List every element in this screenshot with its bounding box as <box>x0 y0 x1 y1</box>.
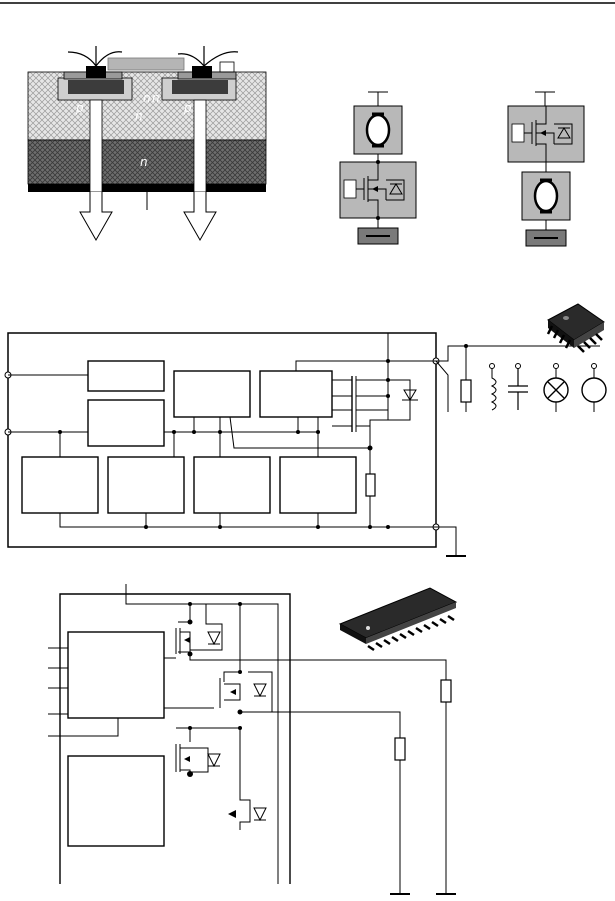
multi-channel-switch-diagram <box>48 584 456 895</box>
semiconductor-cross-section: p n n n p n OX OX <box>27 46 267 242</box>
sense-resistor <box>365 473 376 497</box>
oxide-trench-right <box>193 99 207 193</box>
inductive-load <box>490 368 497 411</box>
high-side-switch-diagram <box>507 91 585 247</box>
label-p-right: p <box>183 101 192 115</box>
ic-outline-2 <box>59 593 291 884</box>
block-5 <box>21 456 99 514</box>
so8-package-image <box>546 303 605 353</box>
block-3 <box>173 370 251 418</box>
oxide-trench-left <box>89 99 103 193</box>
so28-package-image <box>338 587 458 652</box>
back-metal <box>28 184 266 192</box>
label-ox-right: OX <box>196 150 206 163</box>
motor-icon-low-side <box>365 113 391 147</box>
low-side-switch-diagram <box>339 91 417 245</box>
label-n-sub: n <box>140 155 148 169</box>
diode-icon-ch3 <box>207 753 221 768</box>
capacitive-load <box>508 368 528 410</box>
block-6 <box>107 456 185 514</box>
mosfet-icon-low-side <box>356 162 387 218</box>
current-arrow-left <box>79 192 113 242</box>
n-plus-substrate <box>27 139 267 185</box>
mosfet-icon-high-side <box>524 106 573 162</box>
block-2 <box>87 399 165 447</box>
label-p-left: p <box>75 101 84 115</box>
logic-block-upper <box>67 631 165 719</box>
diode-icon-ch2 <box>248 671 273 713</box>
motor-icon-high-side <box>533 179 559 213</box>
label-n-plus-left: n <box>143 91 151 105</box>
label-n-minus: n <box>135 109 143 123</box>
freewheel-diode-icon <box>388 379 418 421</box>
block-4 <box>259 370 333 418</box>
diode-icon-high-side <box>557 127 571 139</box>
load-resistor-2 <box>394 737 406 761</box>
block-8 <box>279 456 357 514</box>
smart-switch-block-diagram <box>4 332 466 557</box>
ic-outline <box>7 332 437 548</box>
contact-box-right <box>219 61 235 73</box>
contact-left <box>86 66 106 78</box>
load-resistor-1 <box>440 679 452 703</box>
gate-bridge <box>107 57 185 71</box>
contact-right <box>192 66 212 78</box>
diode-icon-ch1 <box>207 631 221 646</box>
n-plus-source-left <box>68 80 124 94</box>
motor-load <box>581 377 607 403</box>
diode-icon-ch4 <box>253 807 267 822</box>
block-7 <box>193 456 271 514</box>
resistive-load <box>460 379 472 403</box>
current-arrow-right <box>183 192 217 242</box>
load-types <box>435 344 607 412</box>
block-1 <box>87 360 165 392</box>
label-n-plus-right: n <box>152 91 160 105</box>
bond-wire-left <box>67 46 123 67</box>
bond-wire-right <box>177 46 239 67</box>
diode-icon-low-side <box>386 179 405 201</box>
logic-block-lower <box>67 755 165 847</box>
n-plus-source-right <box>172 80 228 94</box>
label-ox-left: OX <box>92 150 102 163</box>
